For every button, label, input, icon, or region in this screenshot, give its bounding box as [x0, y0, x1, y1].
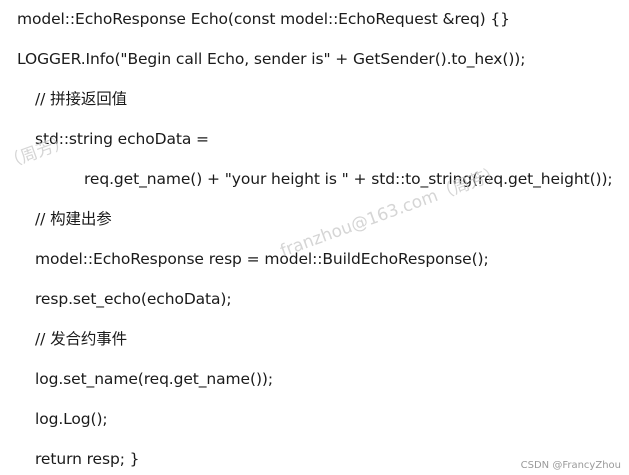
code-comment: // 发合约事件: [35, 330, 128, 348]
code-line: log.Log();: [35, 410, 108, 428]
code-line: LOGGER.Info("Begin call Echo, sender is"…: [17, 50, 526, 68]
code-line: std::string echoData =: [35, 130, 209, 148]
code-comment: // 构建出参: [35, 210, 112, 228]
code-line: model::EchoResponse Echo(const model::Ec…: [17, 10, 510, 28]
code-line: log.set_name(req.get_name());: [35, 370, 273, 388]
credit-label: CSDN @FrancyZhou: [520, 460, 621, 471]
code-comment: // 拼接返回值: [35, 90, 128, 108]
code-line: req.get_name() + "your height is " + std…: [84, 170, 613, 188]
code-line: model::EchoResponse resp = model::BuildE…: [35, 250, 489, 268]
code-line: resp.set_echo(echoData);: [35, 290, 232, 308]
code-line: return resp; }: [35, 450, 140, 468]
